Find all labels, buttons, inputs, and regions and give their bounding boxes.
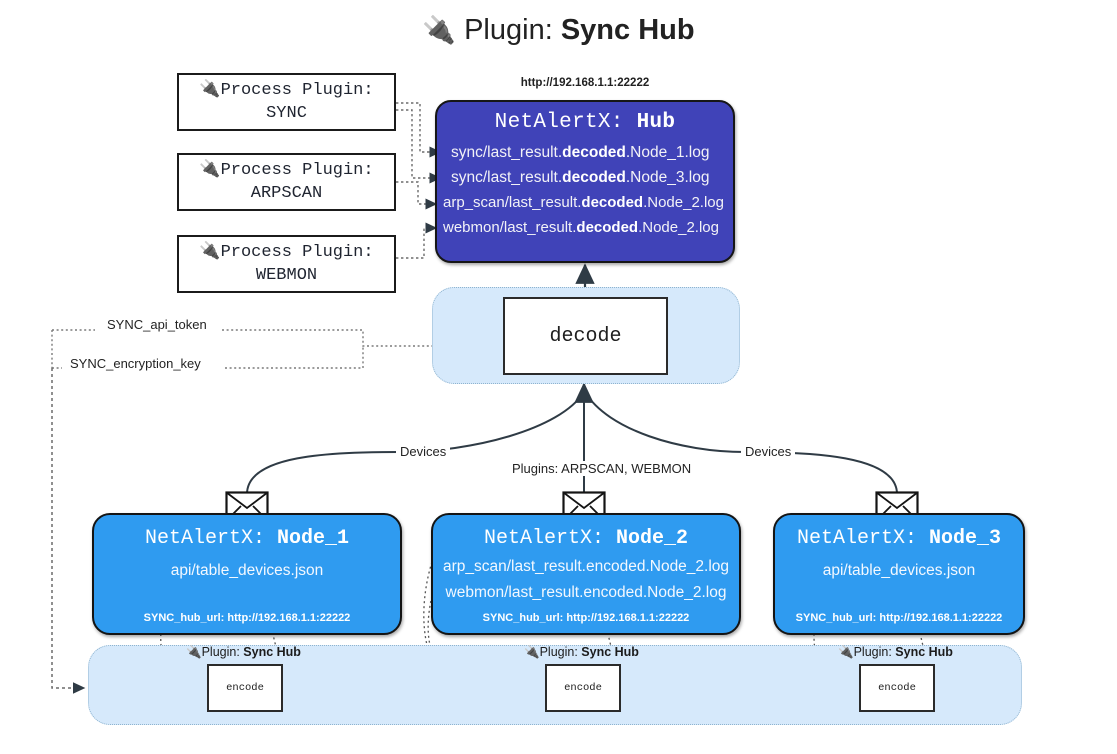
edge-api-token-right bbox=[222, 329, 435, 347]
plug-icon: 🔌 bbox=[199, 79, 221, 99]
plug-icon: 🔌 bbox=[199, 241, 221, 261]
hub-log-1: sync/last_result.decoded.Node_1.log bbox=[451, 144, 710, 161]
page-title-name: Sync Hub bbox=[560, 14, 695, 46]
process-plugin-sync-line2: SYNC bbox=[266, 104, 307, 123]
plug-icon: 🔌 bbox=[838, 645, 854, 659]
process-plugin-arpscan-line1: 🔌Process Plugin: bbox=[199, 159, 374, 181]
node-3-line-1: api/table_devices.json bbox=[822, 562, 976, 579]
edge-node1-to-decode bbox=[246, 391, 585, 495]
node-2-line-2: webmon/last_result.encoded.Node_2.log bbox=[445, 584, 727, 601]
encode-box-1[interactable]: encode bbox=[207, 664, 283, 712]
process-plugin-box-sync[interactable]: 🔌Process Plugin: SYNC bbox=[177, 73, 396, 131]
node-1-title: NetAlertX: Node_1 bbox=[144, 527, 350, 550]
process-plugin-box-webmon[interactable]: 🔌Process Plugin: WEBMON bbox=[177, 235, 396, 293]
flow-label-plugins-center: Plugins: ARPSCAN, WEBMON bbox=[508, 461, 696, 476]
encode-3-caption: 🔌Plugin: Sync Hub bbox=[838, 645, 953, 659]
flow-label-devices-right: Devices bbox=[741, 444, 796, 459]
node-3-title: NetAlertX: Node_3 bbox=[796, 527, 1002, 550]
node-box-node-2[interactable]: NetAlertX: Node_2 arp_scan/last_result.e… bbox=[431, 513, 741, 635]
node-box-node-3[interactable]: NetAlertX: Node_3 api/table_devices.json… bbox=[773, 513, 1025, 635]
page-title-prefix: Plugin: bbox=[464, 14, 553, 46]
flow-label-devices-left: Devices bbox=[396, 444, 451, 459]
node-box-node-1[interactable]: NetAlertX: Node_1 api/table_devices.json… bbox=[92, 513, 402, 635]
secret-label-encryption-key: SYNC_encryption_key bbox=[66, 356, 205, 371]
plug-icon: 🔌 bbox=[199, 159, 221, 179]
hub-title: NetAlertX: Hub bbox=[494, 111, 676, 134]
node-3-hub-url: SYNC_hub_url: http://192.168.1.1:22222 bbox=[795, 612, 1003, 624]
node-1-line-1: api/table_devices.json bbox=[170, 562, 324, 579]
edge-node3-to-decode bbox=[584, 391, 898, 495]
encode-box-2[interactable]: encode bbox=[545, 664, 621, 712]
process-plugin-sync-line1: 🔌Process Plugin: bbox=[199, 79, 374, 101]
edge-sync-to-log1 bbox=[396, 102, 442, 158]
plug-icon: 🔌 bbox=[186, 645, 202, 659]
hub-log-3: arp_scan/last_result.decoded.Node_2.log bbox=[443, 194, 724, 211]
process-plugin-box-arpscan[interactable]: 🔌Process Plugin: ARPSCAN bbox=[177, 153, 396, 211]
edge-secrets-to-encode-panel bbox=[51, 368, 86, 694]
edge-sync-to-log2 bbox=[396, 109, 442, 184]
edge-webmon-to-log4 bbox=[396, 222, 438, 259]
process-plugin-arpscan-line2: ARPSCAN bbox=[250, 184, 323, 203]
encode-2-caption: 🔌Plugin: Sync Hub bbox=[524, 645, 639, 659]
decode-box[interactable]: decode bbox=[503, 297, 668, 375]
process-plugin-webmon-line1: 🔌Process Plugin: bbox=[199, 241, 374, 263]
plug-icon: 🔌 bbox=[422, 15, 457, 45]
page-title: 🔌 Plugin: Sync Hub bbox=[0, 14, 1117, 47]
node-1-hub-url: SYNC_hub_url: http://192.168.1.1:22222 bbox=[143, 612, 351, 624]
hub-box[interactable]: NetAlertX: Hub sync/last_result.decoded.… bbox=[435, 100, 735, 263]
hub-log-4: webmon/last_result.decoded.Node_2.log bbox=[443, 219, 719, 236]
process-plugin-webmon-line2: WEBMON bbox=[255, 266, 318, 285]
edge-arpscan-to-log3 bbox=[396, 181, 438, 210]
encode-box-3[interactable]: encode bbox=[859, 664, 935, 712]
hub-url-label: http://192.168.1.1:22222 bbox=[520, 77, 650, 89]
edge-encryption-key-right bbox=[225, 346, 364, 369]
secret-label-api-token: SYNC_api_token bbox=[103, 317, 211, 332]
plug-icon: 🔌 bbox=[524, 645, 540, 659]
node-2-line-1: arp_scan/last_result.encoded.Node_2.log bbox=[442, 558, 730, 575]
encode-1-caption: 🔌Plugin: Sync Hub bbox=[186, 645, 301, 659]
node-2-title: NetAlertX: Node_2 bbox=[483, 527, 689, 550]
hub-log-2: sync/last_result.decoded.Node_3.log bbox=[451, 169, 710, 186]
node-2-hub-url: SYNC_hub_url: http://192.168.1.1:22222 bbox=[482, 612, 690, 624]
